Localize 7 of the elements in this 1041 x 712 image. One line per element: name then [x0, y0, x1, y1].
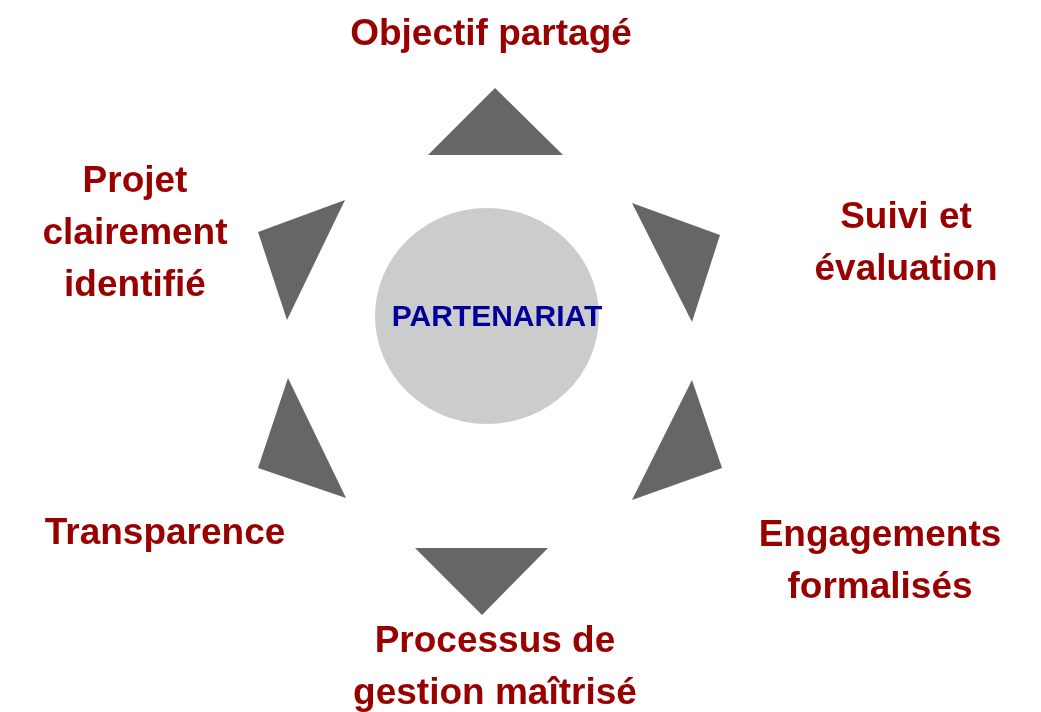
center-label: PARTENARIAT [391, 299, 603, 333]
principle-label: Suivi et évaluation [813, 194, 999, 290]
principle-label: Projet clairement identifié [41, 158, 229, 306]
principle-label: Objectif partagé [349, 11, 633, 55]
principle-label: Transparence [43, 510, 287, 554]
principle-label: Processus de gestion maîtrisé [352, 618, 638, 712]
principle-label: Engagements formalisés [757, 512, 1003, 608]
